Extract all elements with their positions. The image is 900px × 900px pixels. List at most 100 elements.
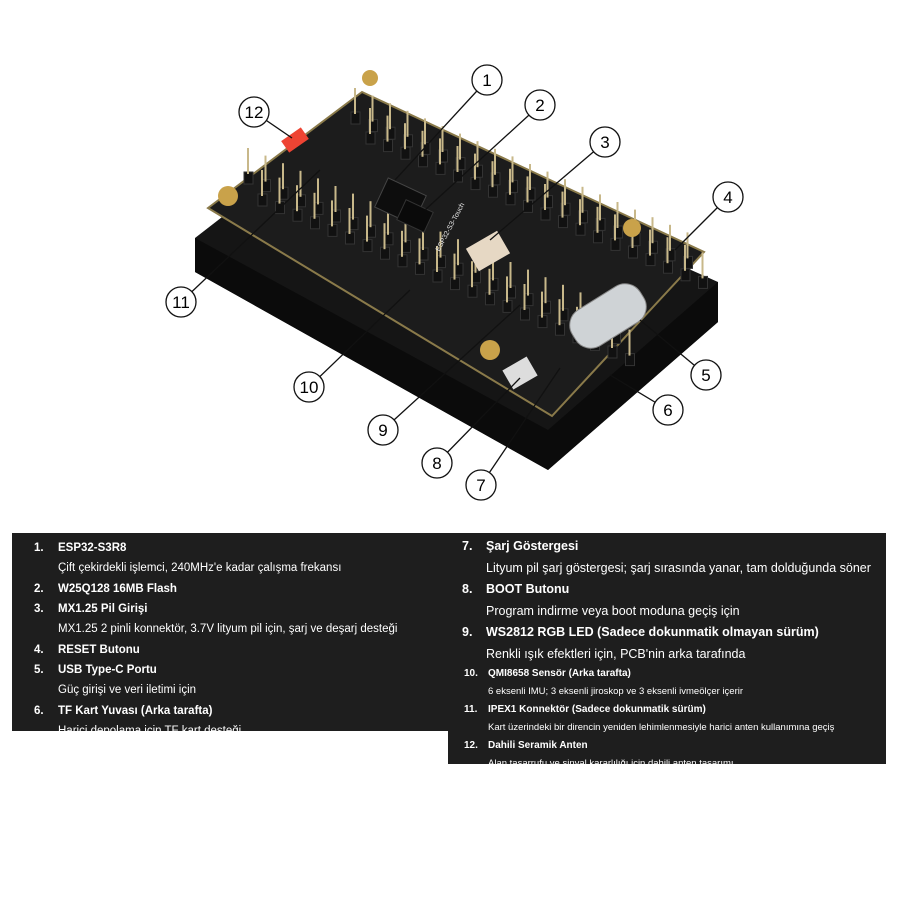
- callout-1: 1: [394, 64, 503, 181]
- battery-connector: [465, 230, 511, 272]
- pin-headers: [243, 88, 708, 367]
- leader-line: [382, 304, 521, 431]
- legend-item-number: 8.: [462, 582, 473, 596]
- legend-item-title: 10. QMI8658 Sensör (Arka tarafta): [462, 665, 886, 683]
- callout-circle: [712, 181, 744, 213]
- callout-11: 11: [165, 169, 321, 318]
- legend-item: 6. TF Kart Yuvası (Arka tarafta) Harici de…: [34, 701, 448, 742]
- standoff: [362, 70, 378, 86]
- callout-8: 8: [421, 377, 521, 479]
- legend-item-title: 4. RESET Butonu: [34, 640, 448, 660]
- callout-9: 9: [367, 304, 521, 446]
- legend-item-description: MX1.25 2 pinli konnektör, 3.7V lityum pi…: [58, 623, 398, 635]
- callout-12: 12: [238, 96, 293, 139]
- callout-2: 2: [424, 89, 556, 211]
- legend-item-title: 7. Şarj Göstergesi: [462, 536, 886, 558]
- legend-item-number: 2.: [34, 583, 44, 595]
- callout-circle: [165, 286, 197, 318]
- legend-item: 4. RESET Butonu: [34, 640, 448, 660]
- callout-number: 12: [245, 103, 264, 122]
- legend-item-description: Alan tasarrufu ve sinyal kararlılığı içi…: [488, 758, 734, 769]
- enclosure-side: [195, 238, 718, 470]
- callout-number: 3: [600, 133, 609, 152]
- legend-item-title-text: QMI8658 Sensör (Arka tarafta): [488, 668, 631, 679]
- legend-item: 2. W25Q128 16MB Flash: [34, 579, 448, 599]
- legend-item-title-text: Dahili Seramik Anten: [488, 740, 588, 751]
- legend-item-description: Çift çekirdekli işlemci, 240MHz'e kadar …: [58, 562, 342, 574]
- legend-item: 9. WS2812 RGB LED (Sadece dokunmatik olma…: [462, 622, 886, 665]
- callout-circle: [524, 89, 556, 121]
- callout-10: 10: [293, 289, 411, 403]
- legend-item-description: Program indirme veya boot moduna geçiş i…: [486, 603, 740, 618]
- callout-number: 1: [482, 71, 491, 90]
- legend-item-title: 12. Dahili Seramik Anten: [462, 737, 886, 755]
- board-photo: ESP32-S3-Touch: [195, 70, 718, 470]
- standoff: [218, 186, 238, 206]
- legend-item-number: 10.: [464, 668, 478, 679]
- callout-7: 7: [465, 367, 561, 501]
- callout-circle: [465, 469, 497, 501]
- callout-number: 8: [432, 454, 441, 473]
- callout-number: 5: [701, 366, 710, 385]
- legend-item-number: 9.: [462, 625, 473, 639]
- callout-4: 4: [674, 181, 744, 251]
- legend-item-title-text: ESP32-S3R8: [58, 542, 127, 554]
- callout-circle: [690, 359, 722, 391]
- legend-item-number: 3.: [34, 603, 44, 615]
- legend-item-title-text: BOOT Butonu: [486, 582, 570, 596]
- callout-3: 3: [489, 126, 621, 241]
- callout-6: 6: [609, 374, 684, 426]
- standoff: [623, 219, 641, 237]
- callout-number: 11: [172, 293, 190, 312]
- leader-line: [489, 141, 606, 241]
- legend-item-title: 6. TF Kart Yuvası (Arka tarafta): [34, 701, 448, 721]
- callout-number: 9: [378, 421, 387, 440]
- legend-item-title: 1.ESP32-S3R8: [34, 538, 448, 558]
- legend-item-title-text: TF Kart Yuvası (Arka tarafta): [58, 705, 213, 717]
- legend-item-number: 5.: [34, 664, 44, 676]
- legend-item-title-text: W25Q128 16MB Flash: [58, 583, 177, 595]
- flash-chip: [396, 199, 434, 233]
- leader-line: [436, 377, 521, 464]
- legend-item-description: 6 eksenli IMU; 3 eksenli jiroskop ve 3 e…: [488, 686, 744, 697]
- legend-item-description: Kart üzerindeki bir direncin yeniden leh…: [488, 722, 835, 733]
- legend-item-description: Harici depolama için TF kart desteği: [58, 725, 242, 737]
- callout-circle: [589, 126, 621, 158]
- leader-line: [180, 169, 321, 303]
- legend-item-title-text: RESET Butonu: [58, 644, 140, 656]
- legend-item-number: 11.: [464, 704, 478, 715]
- legend-item-title: 5. USB Type-C Portu: [34, 660, 448, 680]
- usb-c-port: [569, 283, 647, 349]
- legend-item-number: 12.: [464, 740, 478, 751]
- callout-number: 7: [476, 476, 485, 495]
- legend-item-number: 7.: [462, 539, 473, 553]
- standoff: [480, 340, 500, 360]
- legend-item-title-text: WS2812 RGB LED (Sadece dokunmatik olmaya…: [486, 625, 819, 639]
- legend-item-title: 11.IPEX1 Konnektör (Sadece dokunmatik sü…: [462, 701, 886, 719]
- legend-item-description: Güç girişi ve veri iletimi için: [58, 684, 197, 696]
- legend-item-number: 6.: [34, 705, 44, 717]
- leader-line: [308, 289, 411, 388]
- legend-item-number: 4.: [34, 644, 44, 656]
- legend-item: 11.IPEX1 Konnektör (Sadece dokunmatik sü…: [462, 701, 886, 737]
- callout-number: 10: [300, 378, 319, 397]
- legend-item-title: 2. W25Q128 16MB Flash: [34, 579, 448, 599]
- leader-line: [424, 104, 541, 211]
- legend-item-title-text: Şarj Göstergesi: [486, 539, 579, 553]
- callout-circle: [652, 394, 684, 426]
- legend-item-title: 9. WS2812 RGB LED (Sadece dokunmatik olma…: [462, 622, 886, 644]
- legend-item-description: Lityum pil şarj göstergesi; şarj sırasın…: [486, 560, 871, 575]
- antenna: [281, 127, 309, 153]
- legend-item-title-text: USB Type-C Portu: [58, 664, 157, 676]
- legend-item-title: 8. BOOT Butonu: [462, 579, 886, 601]
- boot-button: [502, 356, 538, 390]
- callout-number: 2: [535, 96, 544, 115]
- leader-line: [480, 367, 561, 486]
